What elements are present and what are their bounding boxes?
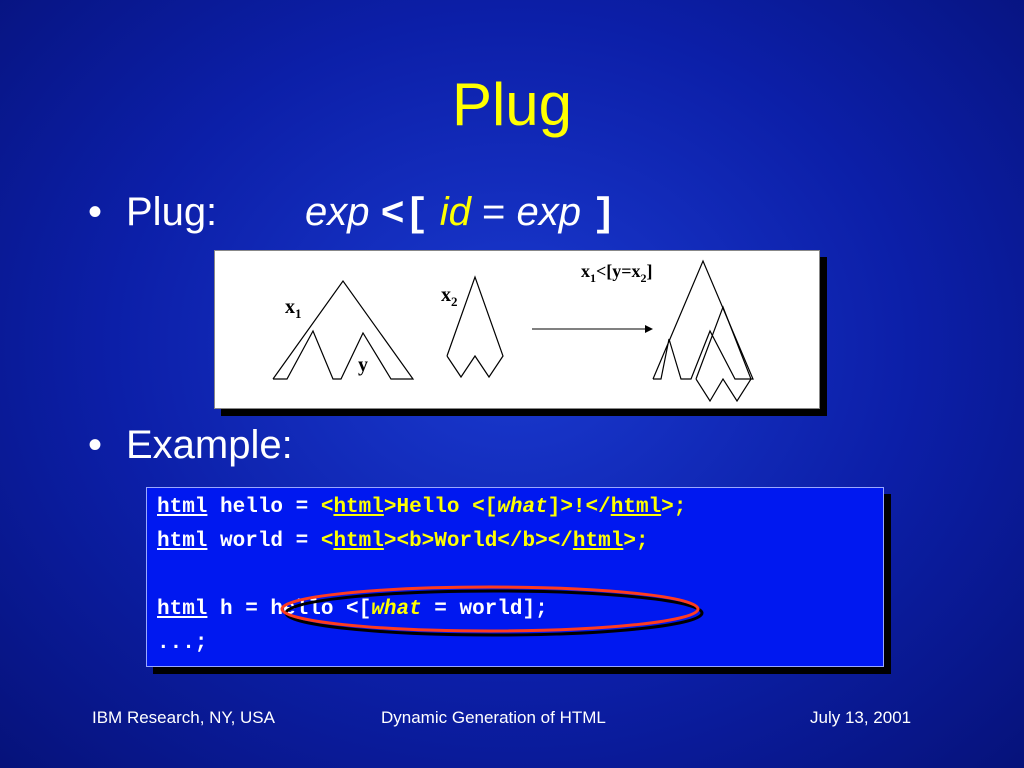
- bullet-plug: • Plug:: [88, 190, 217, 235]
- code-gap-name: what: [497, 496, 548, 519]
- bullet-example: • Example:: [88, 423, 293, 468]
- bullet-dot: •: [88, 190, 103, 234]
- code-text: hello =: [207, 496, 321, 519]
- code-text: >;: [661, 496, 687, 519]
- code-line: html world = <html><b>World</b></html>;: [157, 530, 649, 553]
- code-keyword: html: [333, 530, 384, 553]
- arrow-head: [645, 325, 653, 333]
- code-line: ...;: [157, 632, 208, 655]
- footer-talk-title: Dynamic Generation of HTML: [381, 708, 606, 727]
- code-text: world =: [207, 530, 321, 553]
- code-text: = world];: [421, 598, 548, 621]
- result-tree-x2: [695, 305, 752, 403]
- code-keyword: html: [157, 598, 208, 621]
- formula-lbracket: [: [404, 193, 429, 238]
- hole-y-label: y: [358, 354, 368, 376]
- bullet-dot: •: [88, 423, 103, 467]
- formula-exp: exp: [305, 190, 370, 234]
- plug-diagram: x1 y x2 x1<[y=x2]: [214, 250, 820, 409]
- code-example: html hello = <html>Hello <[what]>!</html…: [146, 487, 884, 667]
- code-keyword: html: [572, 530, 624, 553]
- code-text: ><b>World</b></: [383, 530, 573, 553]
- plug-diagram-svg: x1 y x2 x1<[y=x2]: [272, 259, 754, 403]
- code-keyword: html: [157, 496, 208, 519]
- plug-formula: exp <[ id = exp ]: [305, 190, 616, 238]
- code-text: >;: [623, 530, 649, 553]
- formula-lt: <: [380, 193, 405, 238]
- footer-date: July 13, 2001: [810, 708, 912, 727]
- tree-x1: [272, 279, 415, 380]
- formula-id: id: [439, 190, 471, 234]
- code-text: ]>!</: [547, 496, 611, 519]
- code-text: <: [320, 530, 334, 553]
- bullet-label: Plug:: [126, 190, 218, 234]
- code-text: <: [320, 496, 334, 519]
- formula-exp2: exp: [516, 190, 582, 234]
- code-keyword: html: [610, 496, 662, 519]
- tree-x2-label: x2: [441, 284, 458, 309]
- code-text: >Hello <[: [383, 496, 498, 519]
- footer-organization: IBM Research, NY, USA: [92, 708, 275, 727]
- code-line: html h = hello <[what = world];: [157, 598, 548, 621]
- code-text: h = hello <[: [207, 598, 372, 621]
- code-keyword: html: [157, 530, 208, 553]
- code-line: html hello = <html>Hello <[what]>!</html…: [157, 496, 686, 519]
- code-gap-name: what: [371, 598, 422, 621]
- tree-x2: [446, 275, 504, 379]
- formula-rbracket: ]: [592, 193, 617, 238]
- code-keyword: html: [333, 496, 384, 519]
- result-label: x1<[y=x2]: [581, 261, 653, 285]
- formula-eq: =: [482, 190, 506, 234]
- slide-title: Plug: [451, 71, 573, 138]
- tree-x1-label: x1: [285, 296, 302, 321]
- bullet-label: Example:: [126, 423, 293, 467]
